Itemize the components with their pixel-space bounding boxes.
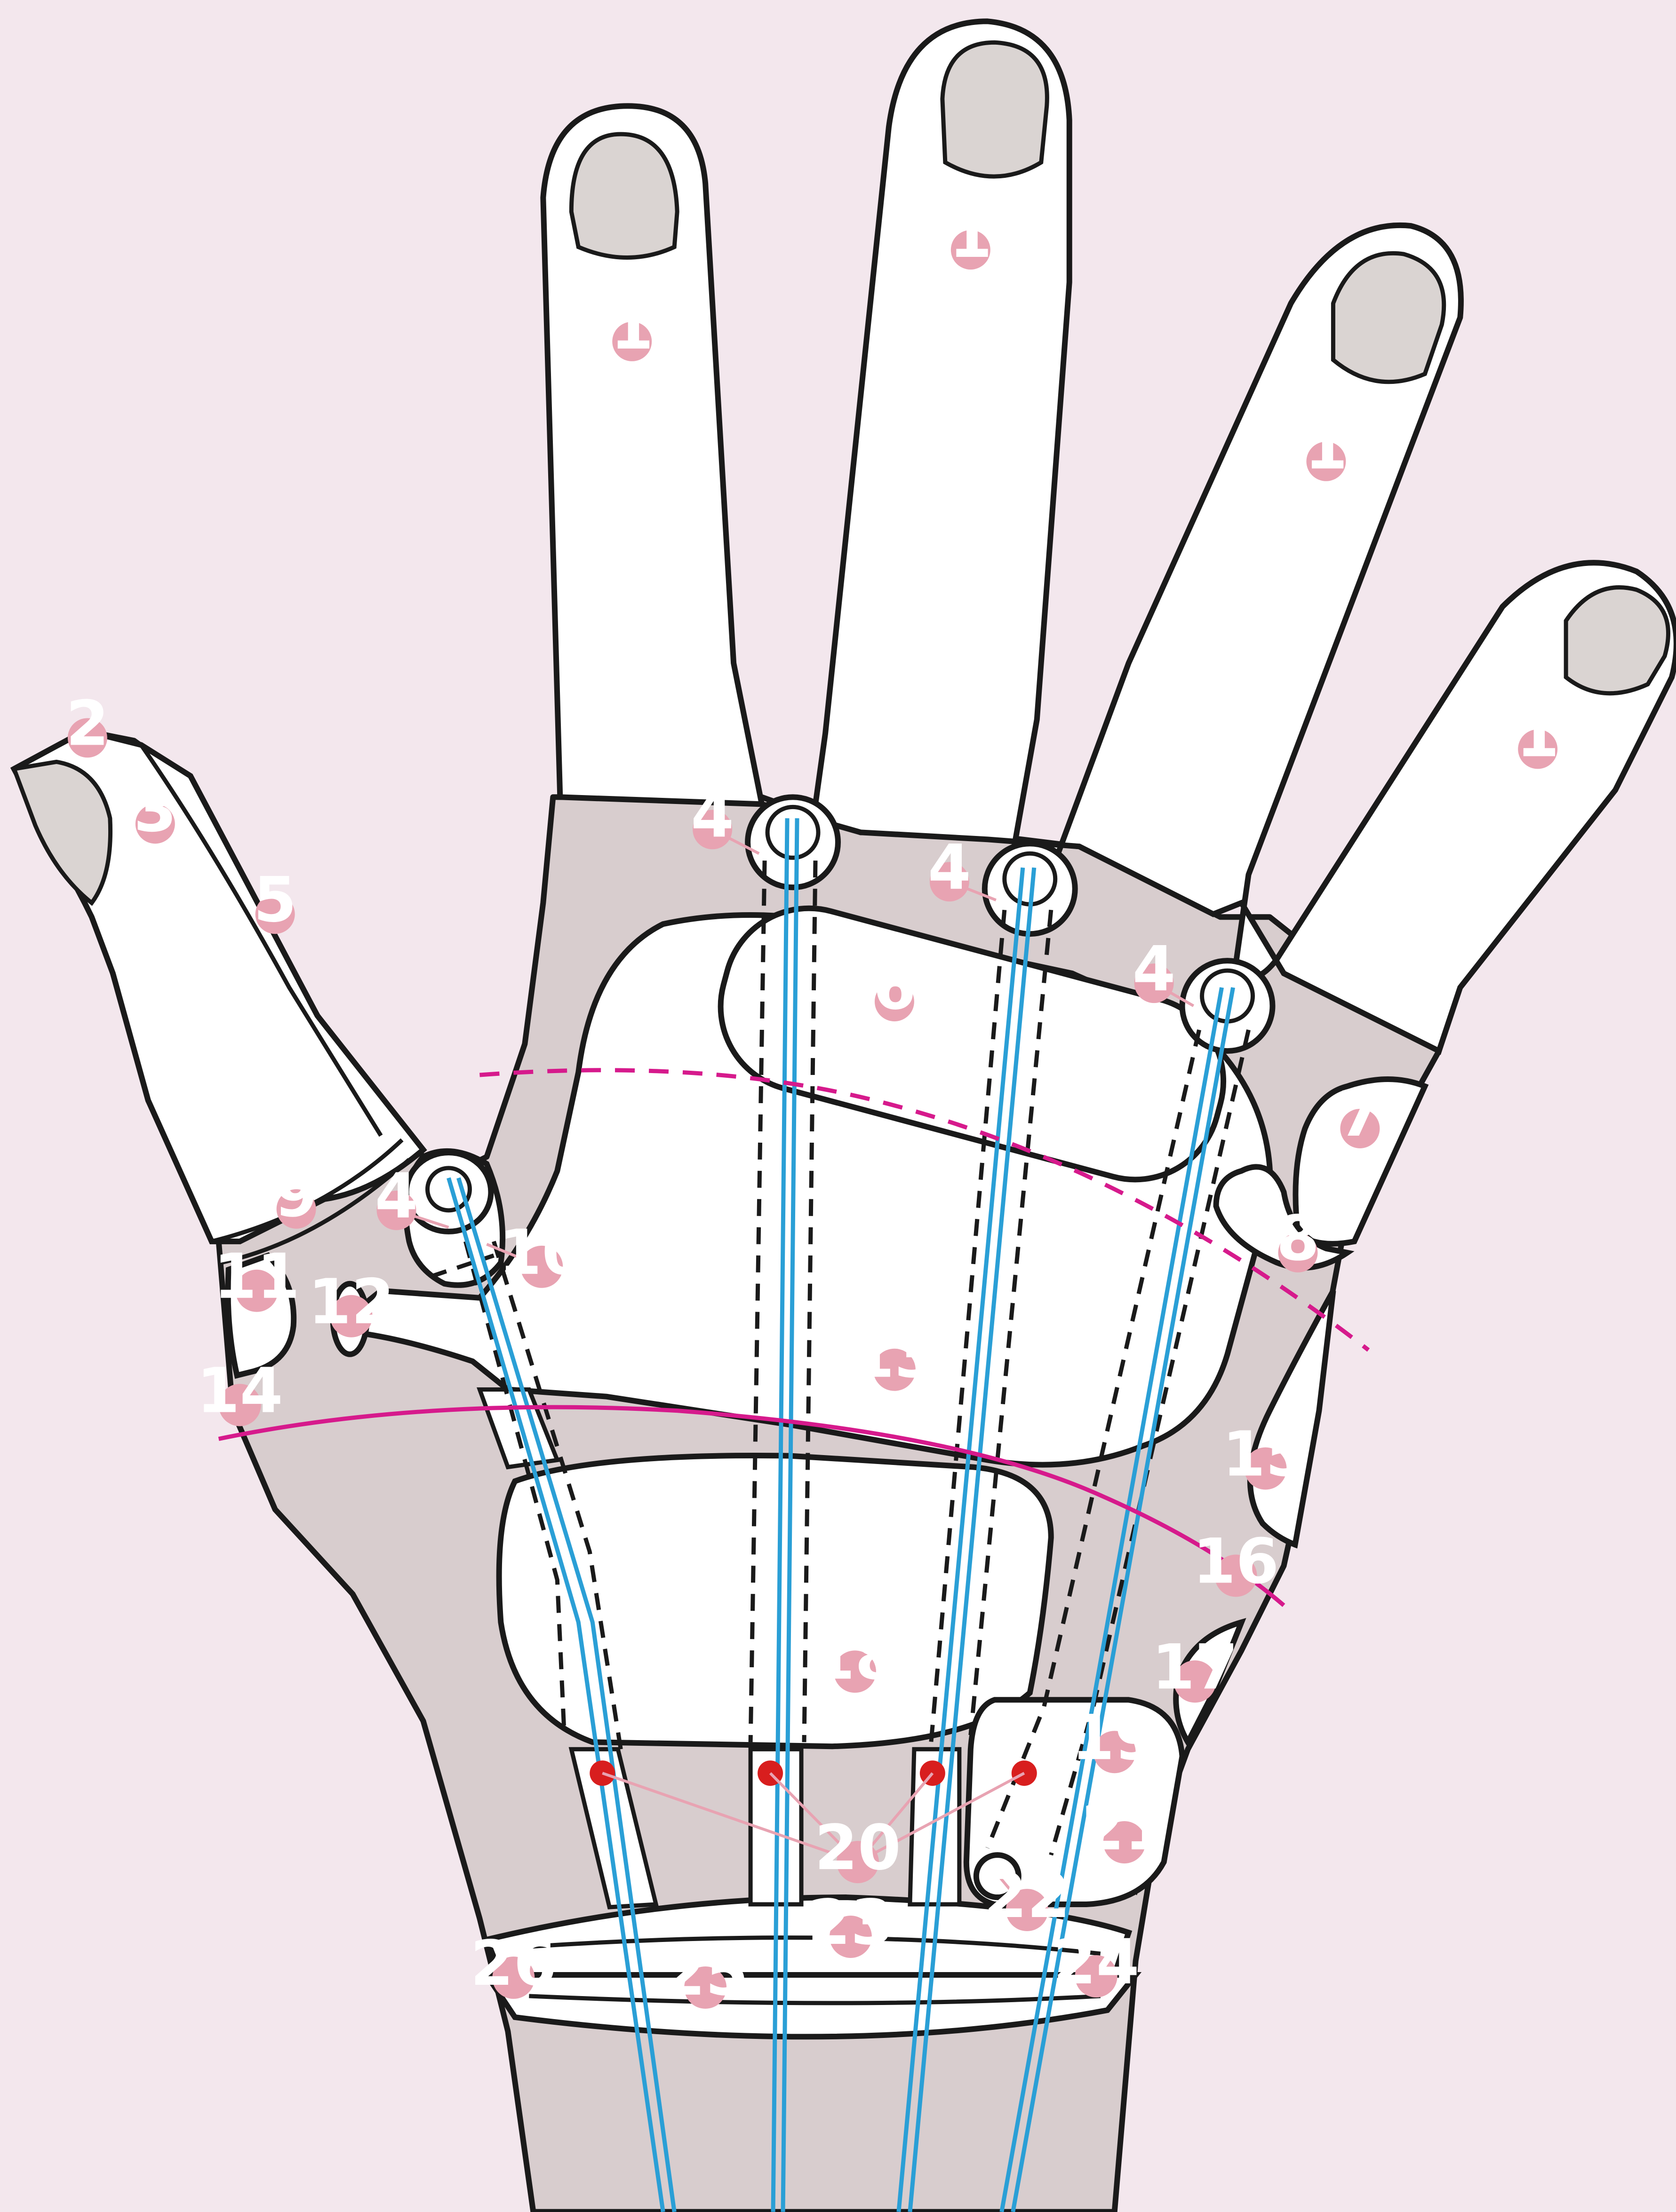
marker-9: 9: [275, 1159, 318, 1231]
marker-label: 15: [1222, 1419, 1309, 1491]
marker-17: 17: [1152, 1631, 1238, 1703]
marker-label: 18: [812, 1622, 898, 1694]
pinky-nail: [1566, 588, 1668, 693]
marker-label: 12: [308, 1266, 395, 1338]
marker-11: 11: [214, 1241, 300, 1313]
marker-6: 6: [873, 952, 916, 1024]
marker-25: 25: [662, 1938, 749, 2010]
marker-label: 5: [254, 864, 297, 936]
marker-4: 4: [1133, 933, 1176, 1005]
marker-label: 21: [1081, 1792, 1168, 1864]
marker-label: 2: [66, 688, 109, 760]
marker-7: 7: [1338, 1079, 1381, 1151]
marker-label: 23: [807, 1887, 894, 1959]
marker-19: 19: [1071, 1702, 1158, 1774]
marker-13: 13: [851, 1320, 938, 1392]
marker-1: 1: [949, 200, 992, 272]
marker-label: 16: [1193, 1526, 1279, 1598]
marker-26: 26: [471, 1928, 557, 2000]
marker-18: 18: [812, 1622, 898, 1694]
marker-label: 4: [375, 1161, 418, 1233]
middle-nail: [942, 42, 1047, 176]
marker-1: 1: [610, 292, 654, 364]
index-nail: [571, 134, 677, 257]
ring-nail: [1333, 253, 1444, 382]
marker-1: 1: [1305, 412, 1348, 484]
marker-21: 21: [1081, 1792, 1168, 1864]
marker-label: 4: [928, 832, 971, 904]
marker-22: 22: [984, 1860, 1070, 1932]
marker-label: 1: [1516, 699, 1559, 771]
marker-label: 10: [499, 1217, 585, 1289]
marker-label: 4: [1133, 933, 1176, 1005]
marker-label: 19: [1071, 1702, 1158, 1774]
marker-label: 3: [134, 774, 177, 846]
marker-15: 15: [1222, 1419, 1309, 1491]
marker-14: 14: [197, 1355, 283, 1427]
marker-16: 16: [1193, 1526, 1279, 1598]
marker-4: 4: [691, 780, 734, 851]
marker-label: 1: [1305, 412, 1348, 484]
marker-label: 26: [471, 1928, 557, 2000]
marker-1: 1: [1516, 699, 1559, 771]
marker-8: 8: [1277, 1203, 1320, 1275]
marker-label: 25: [662, 1938, 749, 2010]
marker-label: 11: [214, 1241, 300, 1313]
marker-label: 20: [814, 1812, 901, 1884]
marker-label: 1: [949, 200, 992, 272]
marker-label: 14: [197, 1355, 283, 1427]
marker-label: 1: [610, 292, 654, 364]
marker-4: 4: [928, 832, 971, 904]
marker-3: 3: [134, 774, 177, 846]
marker-label: 9: [275, 1159, 318, 1231]
marker-label: 22: [984, 1860, 1070, 1932]
marker-12: 12: [308, 1266, 395, 1338]
marker-5: 5: [254, 864, 297, 936]
marker-label: 4: [691, 780, 734, 851]
marker-2: 2: [66, 688, 109, 760]
marker-24: 24: [1053, 1926, 1140, 1998]
marker-20: 20: [814, 1812, 901, 1884]
marker-label: 7: [1338, 1079, 1381, 1151]
marker-label: 24: [1053, 1926, 1140, 1998]
marker-label: 17: [1152, 1631, 1238, 1703]
marker-4: 4: [375, 1161, 418, 1233]
marker-23: 23: [807, 1887, 894, 1959]
marker-10: 10: [499, 1217, 585, 1289]
marker-label: 8: [1277, 1203, 1320, 1275]
marker-label: 13: [851, 1320, 938, 1392]
marker-label: 6: [873, 952, 916, 1024]
